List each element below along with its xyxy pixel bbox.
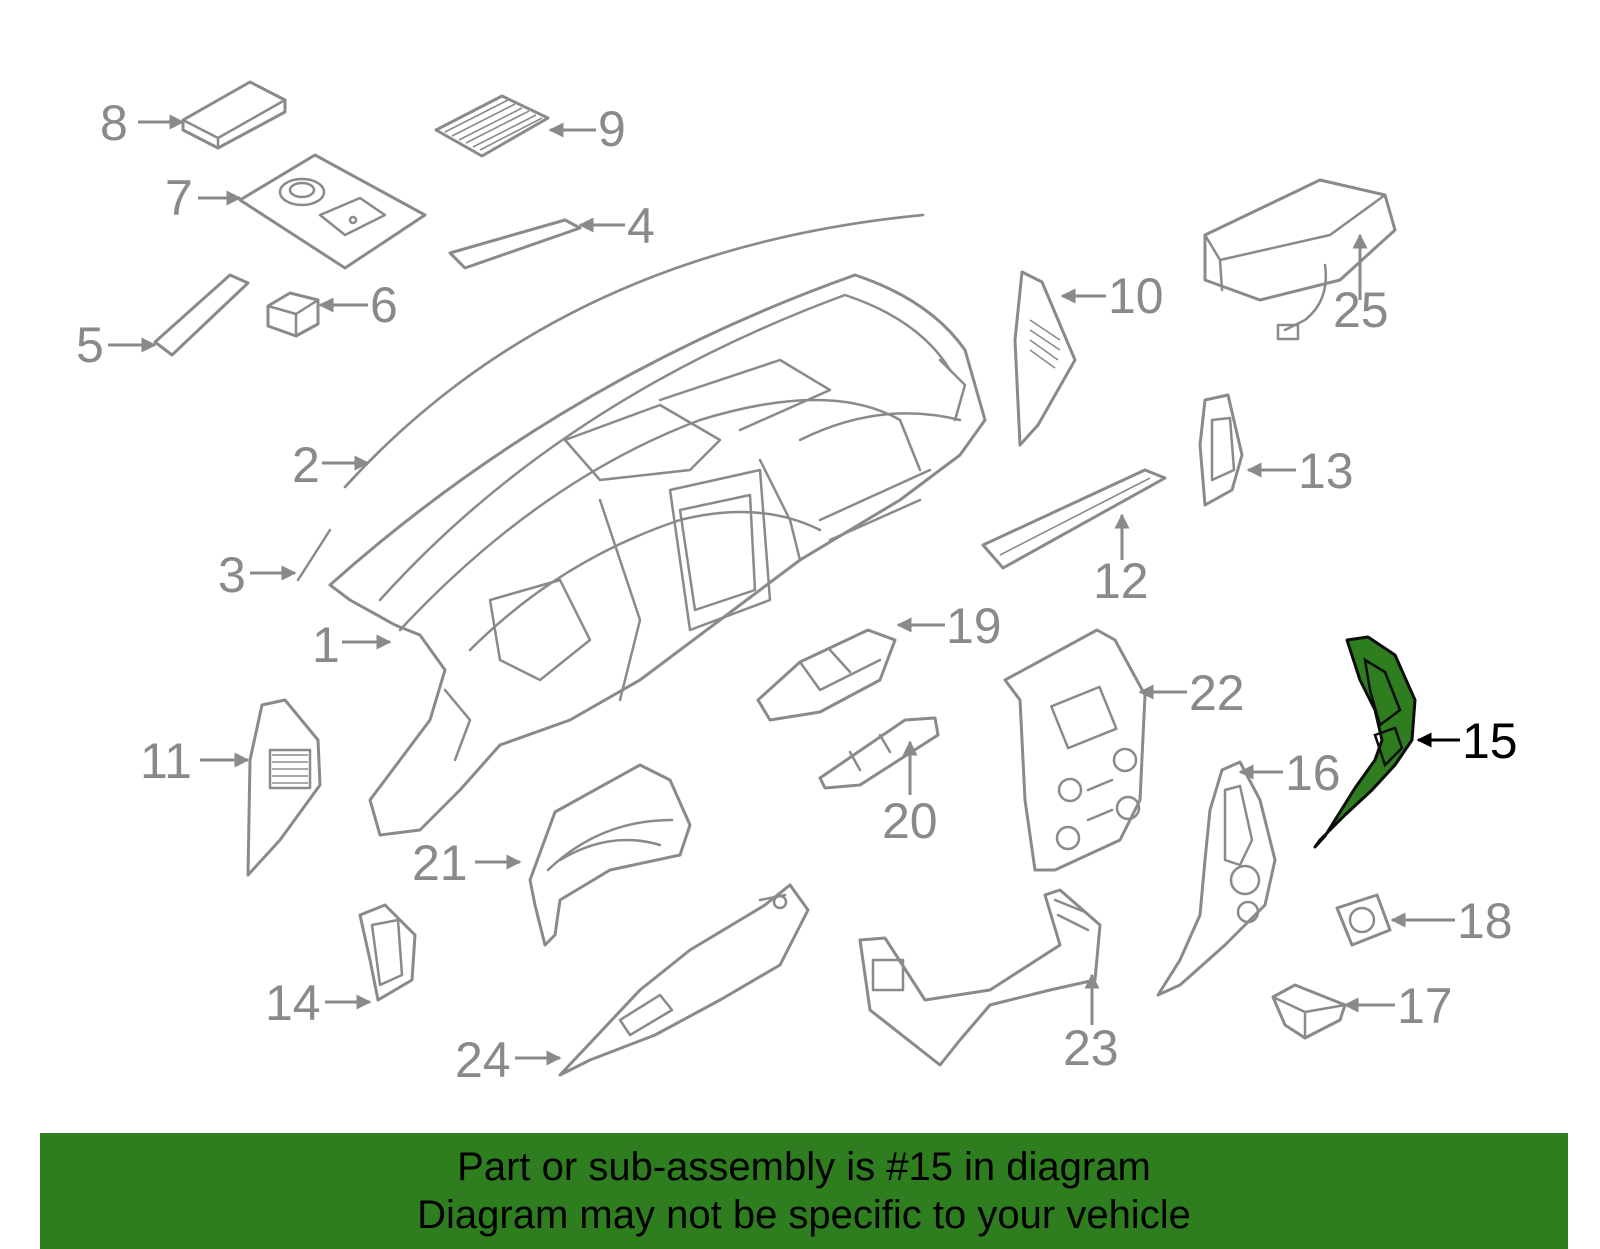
callout-19: 19 xyxy=(946,598,1002,654)
part-17-bracket xyxy=(1271,983,1347,1040)
part-2-defroster-strip xyxy=(343,213,925,489)
callout-5: 5 xyxy=(76,317,104,373)
callout-20: 20 xyxy=(882,793,938,849)
callout-13: 13 xyxy=(1298,443,1354,499)
callout-23: 23 xyxy=(1063,1020,1119,1076)
callout-6: 6 xyxy=(370,277,398,333)
callout-25: 25 xyxy=(1333,282,1389,338)
part-24-lower-panel xyxy=(558,883,810,1077)
part-25-airbag-module xyxy=(1203,178,1397,341)
callout-10: 10 xyxy=(1108,268,1164,324)
part-11-end-panel xyxy=(246,698,322,877)
callout-7: 7 xyxy=(165,170,193,226)
part-20-bracket xyxy=(818,716,940,790)
part-14-vent-bezel xyxy=(358,903,417,1002)
callout-12: 12 xyxy=(1093,553,1149,609)
callout-24: 24 xyxy=(455,1032,511,1088)
part-5-trim xyxy=(153,273,250,357)
callout-18: 18 xyxy=(1457,893,1513,949)
part-6-clip xyxy=(266,291,320,338)
callout-1: 1 xyxy=(312,617,340,673)
part-16-center-bezel xyxy=(1156,760,1277,997)
part-8-cover xyxy=(181,80,287,150)
callout-9: 9 xyxy=(598,101,626,157)
part-13-vent-bezel xyxy=(1198,393,1244,507)
callout-11: 11 xyxy=(140,733,192,789)
part-15-highlighted-panel xyxy=(1313,635,1417,849)
part-7-top-panel xyxy=(238,153,427,270)
callout-17: 17 xyxy=(1397,978,1453,1034)
part-10-side-panel xyxy=(1013,270,1077,447)
callout-21: 21 xyxy=(412,835,468,891)
part-21-cluster-bezel xyxy=(528,763,692,947)
callout-22: 22 xyxy=(1189,665,1245,721)
part-23-lower-trim xyxy=(858,888,1102,1067)
callout-16: 16 xyxy=(1285,745,1341,801)
callout-15: 15 xyxy=(1462,713,1518,769)
callout-4: 4 xyxy=(627,198,655,254)
callout-3: 3 xyxy=(218,547,246,603)
part-4-defroster-vent xyxy=(448,218,582,270)
part-18-switch xyxy=(1335,893,1392,947)
part-1-instrument-panel xyxy=(328,273,987,837)
part-12-lower-rail xyxy=(981,468,1167,570)
part-19-bracket xyxy=(756,628,897,722)
banner-line-2: Diagram may not be specific to your vehi… xyxy=(417,1193,1191,1237)
part-22-center-stack xyxy=(1003,628,1147,872)
part-9-filter xyxy=(434,94,550,158)
callout-8: 8 xyxy=(100,95,128,151)
part-3-trim-strip xyxy=(296,528,332,582)
callout-2: 2 xyxy=(292,437,320,493)
callout-14: 14 xyxy=(265,975,321,1031)
part-info-banner: Part or sub-assembly is #15 in diagram D… xyxy=(40,1133,1568,1249)
banner-line-1: Part or sub-assembly is #15 in diagram xyxy=(457,1145,1151,1189)
